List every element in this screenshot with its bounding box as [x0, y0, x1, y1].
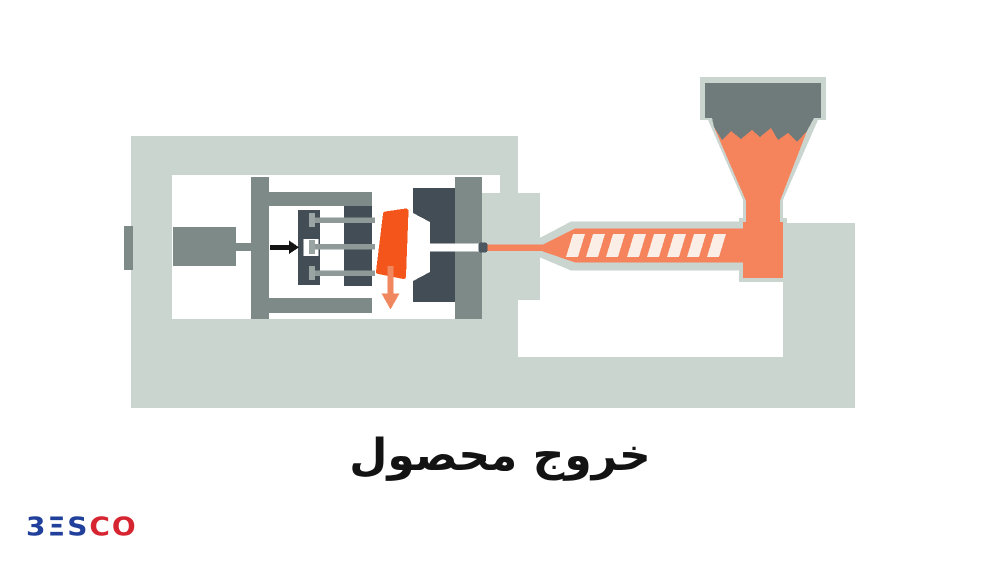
- nozzle-tip: [478, 242, 488, 253]
- down-arrow-icon: [381, 266, 400, 310]
- moving-platen: [251, 177, 269, 319]
- screw-flights: [566, 234, 726, 257]
- logo-letter-o: O: [111, 511, 138, 542]
- screw-flight-stripe: [667, 234, 686, 257]
- hopper-chamber: [705, 83, 821, 142]
- pin-head: [309, 266, 315, 280]
- right-arrow-icon: [270, 240, 299, 254]
- screw-flight-stripe: [586, 234, 605, 257]
- sprue-channel: [428, 243, 483, 252]
- injection-unit-housing: [783, 223, 855, 408]
- frame-right-column-upper: [500, 136, 518, 193]
- hopper-top-chamber: [705, 83, 821, 118]
- tie-bar-top: [269, 192, 372, 206]
- screw-flight-stripe: [566, 234, 585, 257]
- logo-letter-c: C: [89, 511, 112, 542]
- ejector-pins: [303, 213, 375, 280]
- clamp-cylinder: [173, 227, 236, 266]
- screw-flight-stripe: [627, 234, 646, 257]
- ejector-pin: [312, 270, 375, 276]
- cylinder-rod: [236, 243, 252, 251]
- logo-letter-e: Ξ: [47, 511, 68, 542]
- screw-flight-stripe: [707, 234, 726, 257]
- nozzle-rod: [486, 244, 545, 251]
- screw-flight-stripe: [606, 234, 625, 257]
- feed-block: [743, 222, 783, 278]
- pin-head: [309, 240, 315, 254]
- ejector-pin: [312, 217, 375, 223]
- cylinder-back-tab: [124, 226, 133, 270]
- tie-bar-bottom: [269, 298, 372, 313]
- caption-product-exit: خروج محصول: [349, 430, 651, 481]
- logo-letter-b: 3: [26, 511, 48, 542]
- product-ejection: [270, 208, 409, 310]
- logo-letter-s: S: [67, 511, 90, 542]
- hopper-plastic-fill: [714, 127, 807, 226]
- molded-product: [376, 208, 409, 279]
- screw-flight-stripe: [647, 234, 666, 257]
- injection-unit: [478, 127, 807, 282]
- hopper-funnel-chamber: [712, 118, 814, 142]
- frame-top-bar: [131, 136, 518, 175]
- pin-head: [309, 213, 315, 227]
- under-barrel-notch: [540, 271, 783, 357]
- ejector-pin: [312, 244, 375, 250]
- machine-base-left: [131, 319, 518, 408]
- screw-flight-stripe: [687, 234, 706, 257]
- besco-logo: 3ΞSCO: [26, 512, 138, 542]
